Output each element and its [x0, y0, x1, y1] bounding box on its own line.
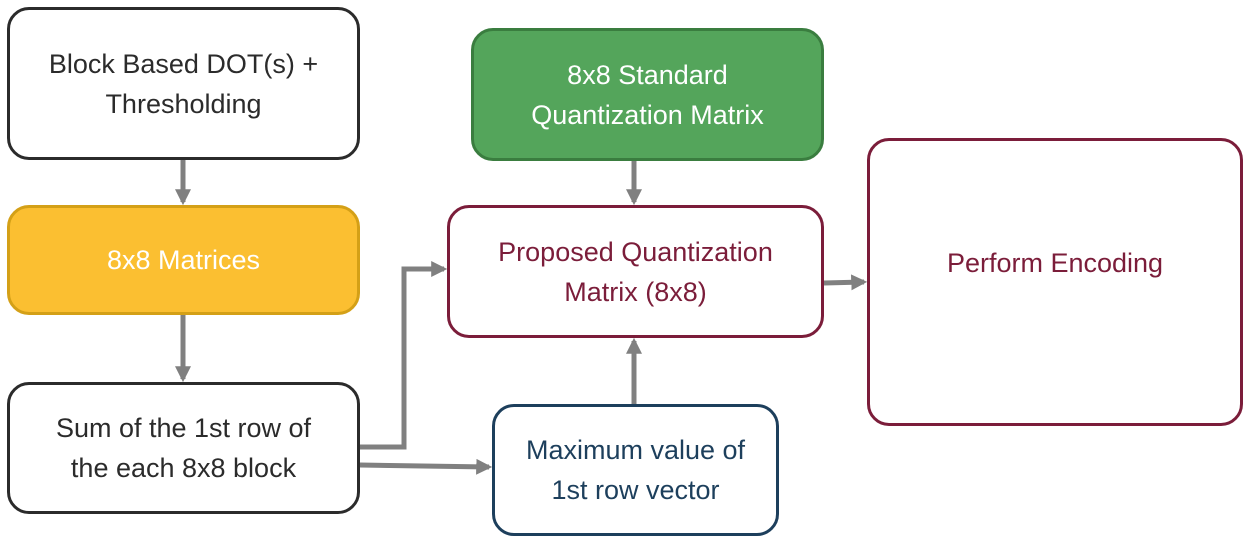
perform-encoding-box: Perform Encoding [867, 138, 1243, 426]
arrow-sum-to-proposed [360, 260, 448, 450]
sum-first-row-label: Sum of the 1st row of the each 8x8 block [55, 413, 312, 483]
perform-encoding-label: Perform Encoding [946, 248, 1164, 278]
matrices-box: 8x8 Matrices [7, 205, 360, 315]
arrow-sum-to-max [359, 458, 493, 475]
matrices-label: 8x8 Matrices [106, 245, 261, 275]
block-dot-thresholding-box: Block Based DOT(s) + Thresholding [7, 7, 360, 160]
maximum-value-box: Maximum value of 1st row vector [492, 404, 779, 536]
standard-quantization-label: 8x8 Standard Quantization Matrix [531, 59, 764, 130]
arrow-proposed-to-encoding [823, 274, 868, 291]
block-dot-thresholding-label: Block Based DOT(s) + Thresholding [48, 48, 319, 119]
proposed-quantization-label: Proposed Quantization Matrix (8x8) [498, 236, 773, 307]
standard-quantization-box: 8x8 Standard Quantization Matrix [471, 28, 824, 161]
maximum-value-label: Maximum value of 1st row vector [525, 435, 746, 505]
proposed-quantization-box: Proposed Quantization Matrix (8x8) [447, 205, 824, 338]
sum-first-row-box: Sum of the 1st row of the each 8x8 block [7, 382, 360, 514]
